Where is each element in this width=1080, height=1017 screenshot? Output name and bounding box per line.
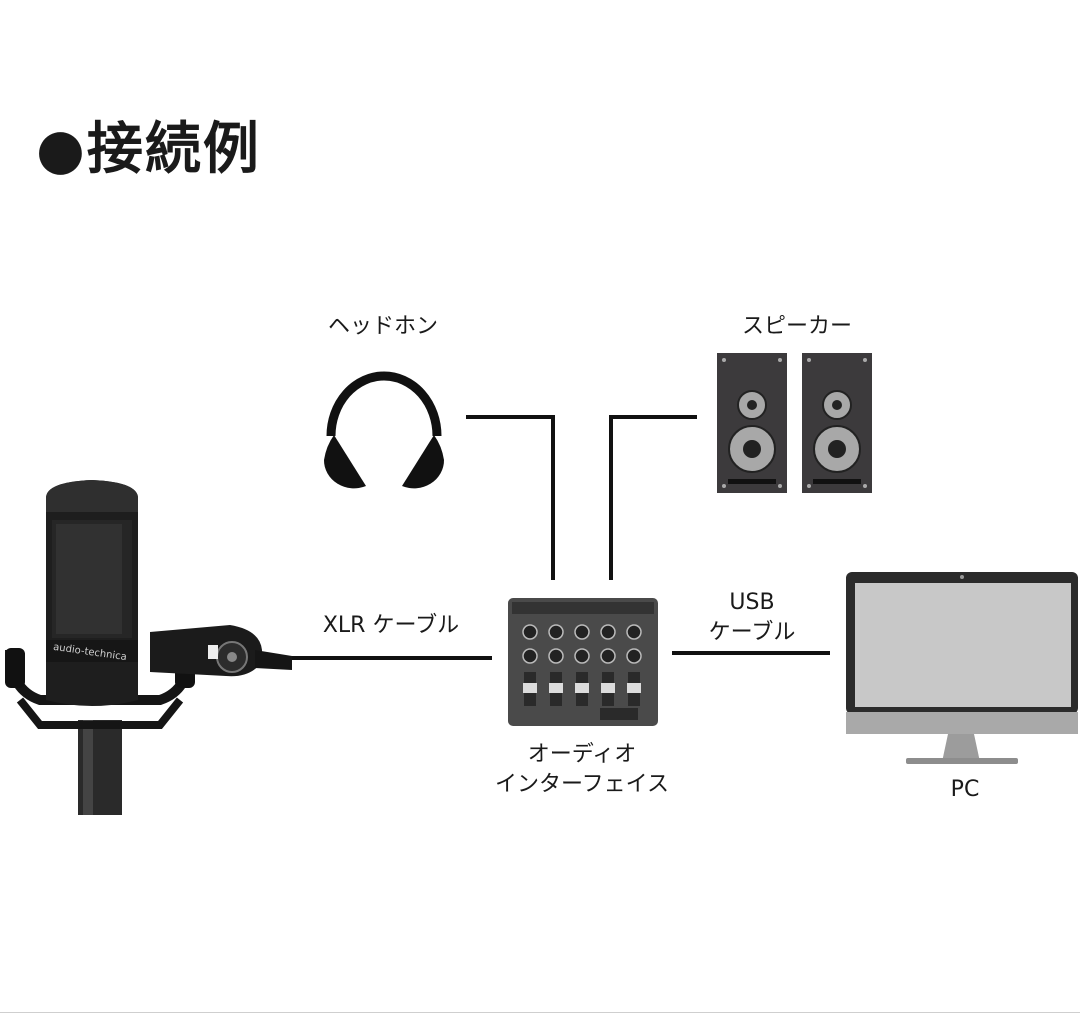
mixer-knob — [574, 624, 590, 640]
mixer-knob — [626, 624, 642, 640]
audio-interface-label-line2: インターフェイス — [494, 772, 670, 797]
usb-cable-label-line1: USB — [729, 590, 775, 615]
mixer-fader-cap — [627, 683, 641, 693]
bottom-divider — [0, 1012, 1080, 1013]
pc-label: PC — [950, 777, 980, 802]
speaker-right — [802, 353, 872, 493]
mixer-knob — [522, 624, 538, 640]
connection-lines — [292, 415, 830, 660]
page-title: ●接続例 — [36, 117, 261, 182]
audio-interface-icon — [508, 598, 658, 726]
speakers-label: スピーカー — [741, 314, 852, 339]
headphones-icon — [323, 371, 445, 489]
headphones-label: ヘッドホン — [327, 314, 438, 339]
speakers-icon — [717, 353, 872, 493]
mixer-knob — [626, 648, 642, 664]
usb-cable-label: USB ケーブル — [698, 588, 806, 648]
usb-cable-label-line2: ケーブル — [708, 620, 796, 645]
audio-interface-label-line1: オーディオ — [527, 742, 637, 767]
mixer-knob — [574, 648, 590, 664]
mixer-knob — [600, 648, 616, 664]
mixer-fader-cap — [601, 683, 615, 693]
mixer-fader-cap — [549, 683, 563, 693]
xlr-cable-label: XLR ケーブル — [322, 613, 460, 638]
mixer-knob — [522, 648, 538, 664]
speaker-cable — [609, 415, 697, 580]
mixer-fader-cap — [575, 683, 589, 693]
mixer-knob — [548, 648, 564, 664]
audio-interface-label: オーディオ インターフェイス — [480, 740, 684, 800]
microphone-icon: audio-technica — [5, 480, 292, 815]
speaker-left — [717, 353, 787, 493]
headphone-cable — [466, 415, 555, 580]
mixer-knob — [600, 624, 616, 640]
mixer-fader-cap — [523, 683, 537, 693]
pc-monitor-icon — [846, 572, 1078, 764]
mixer-knob — [548, 624, 564, 640]
